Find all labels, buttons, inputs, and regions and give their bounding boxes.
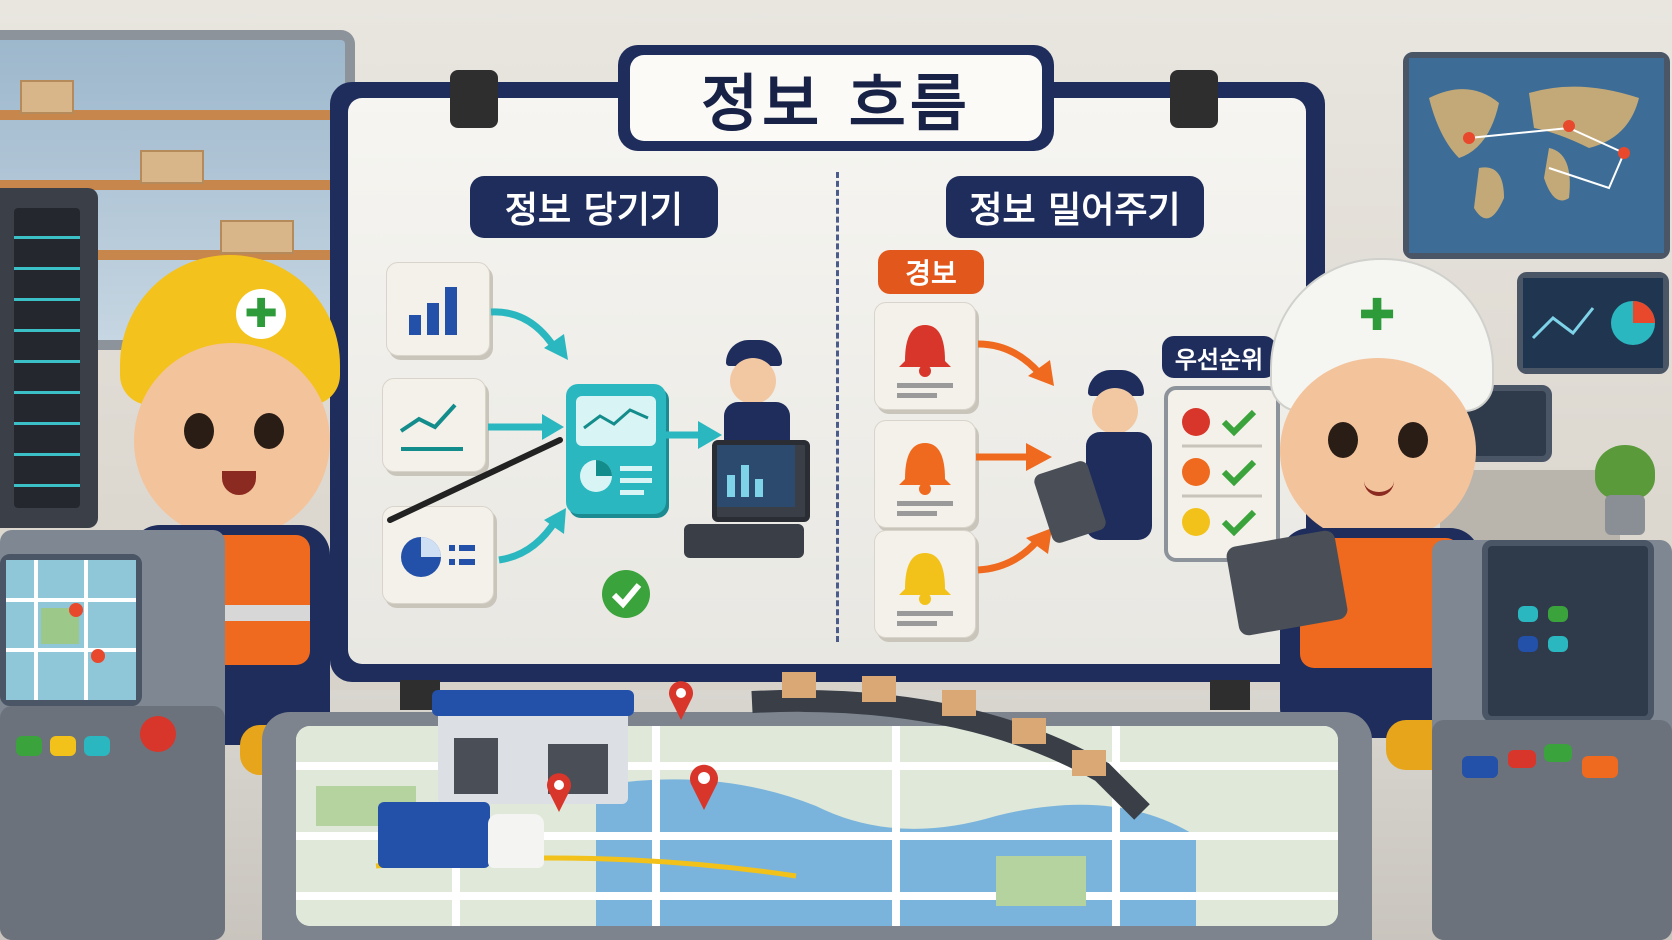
server-rack [0, 188, 98, 528]
joystick[interactable] [140, 716, 176, 752]
bar-chart-tile [386, 262, 490, 356]
blue-button[interactable] [1462, 756, 1498, 778]
priority-list [1164, 386, 1280, 562]
warehouse-model [432, 690, 634, 804]
worker-face [134, 343, 330, 539]
pie-chart-icon [401, 537, 475, 577]
mouth [222, 471, 256, 495]
conveyor-belt [751, 672, 1150, 820]
map-table [262, 672, 1372, 940]
pointer-stick [387, 437, 563, 523]
control-panel-screen [1482, 540, 1654, 722]
shelf [0, 250, 330, 260]
eye [184, 413, 214, 449]
eye [254, 413, 284, 449]
teal-button[interactable] [84, 736, 110, 756]
push-section-label: 정보 밀어주기 [946, 176, 1204, 238]
alert-card-orange [874, 420, 976, 528]
section-divider [836, 172, 839, 642]
alert-tag: 경보 [878, 250, 984, 294]
console-base [1432, 720, 1672, 940]
alert-card-yellow [874, 530, 976, 638]
arrow-to-dashboard [488, 414, 564, 440]
smile [1364, 480, 1394, 496]
pie-chart-tile [382, 506, 494, 604]
bell-orange-icon [897, 443, 953, 516]
screen-button[interactable] [1518, 606, 1538, 622]
screen-button[interactable] [1548, 636, 1568, 652]
potted-plant [1590, 445, 1660, 535]
bar-chart-icon [409, 287, 457, 335]
truck-trailer [378, 802, 490, 868]
map-icon [6, 560, 136, 700]
worker-face [1092, 388, 1138, 434]
bell-red-icon [897, 325, 953, 398]
green-button[interactable] [16, 736, 42, 756]
alert-arrow [976, 443, 1052, 471]
check-badge [602, 570, 650, 618]
truck-cab [488, 814, 544, 868]
map-pin-icon [669, 681, 693, 720]
analytics-monitor [1517, 272, 1669, 374]
keyboard [684, 524, 804, 558]
alert-arrow [977, 528, 1052, 574]
cardboard-box [220, 220, 294, 254]
left-control-console [0, 530, 225, 940]
first-aid-cross-icon: ✚ [1358, 289, 1396, 341]
alert-arrow [977, 340, 1054, 386]
arrow-to-dashboard [498, 508, 566, 564]
world-map-monitor [1403, 52, 1670, 259]
monitor-chart-icon [717, 445, 795, 507]
cardboard-box [140, 150, 204, 184]
alert-card-red [874, 302, 976, 410]
eye [1398, 422, 1428, 458]
check-icon [611, 583, 642, 609]
page-title: 정보 흐름 [630, 55, 1042, 141]
shelf [0, 110, 330, 120]
worker-face [1280, 358, 1476, 544]
priority-checklist-icon [1182, 408, 1262, 537]
line-chart-icon [1523, 278, 1663, 368]
shelf [0, 180, 330, 190]
pull-section-label: 정보 당기기 [470, 176, 718, 238]
line-chart-tile [382, 378, 486, 472]
warehouse-door [454, 738, 498, 794]
server-lights [14, 208, 80, 508]
board-clip [1170, 70, 1218, 128]
arrow-to-dashboard [490, 308, 568, 360]
dashboard-panel [566, 384, 666, 514]
cardboard-box [20, 80, 74, 114]
arrow-to-worker [666, 421, 722, 449]
map-pin-icon [690, 764, 718, 810]
worker-face [730, 358, 776, 404]
orange-button[interactable] [1582, 756, 1618, 778]
tablet [1225, 529, 1349, 637]
first-aid-cross-icon: ✚ [236, 289, 286, 339]
green-button[interactable] [1544, 744, 1572, 762]
dashboard-icon [576, 396, 656, 495]
world-map-icon [1409, 58, 1664, 253]
map-monitor [0, 554, 142, 706]
board-clip [450, 70, 498, 128]
warehouse-roof [432, 690, 634, 716]
red-button[interactable] [1508, 750, 1536, 768]
yellow-button[interactable] [50, 736, 76, 756]
eye [1328, 422, 1358, 458]
right-control-console [1432, 540, 1672, 940]
screen-button[interactable] [1518, 636, 1538, 652]
worker-with-tablet [1032, 370, 1170, 550]
board-leg [1210, 680, 1250, 710]
computer-monitor [712, 440, 810, 522]
bell-yellow-icon [897, 553, 953, 626]
map-pin-icon [547, 773, 571, 812]
priority-tag: 우선순위 [1162, 336, 1276, 378]
console-base [0, 706, 225, 940]
screen-button[interactable] [1548, 606, 1568, 622]
line-chart-icon [399, 403, 463, 451]
